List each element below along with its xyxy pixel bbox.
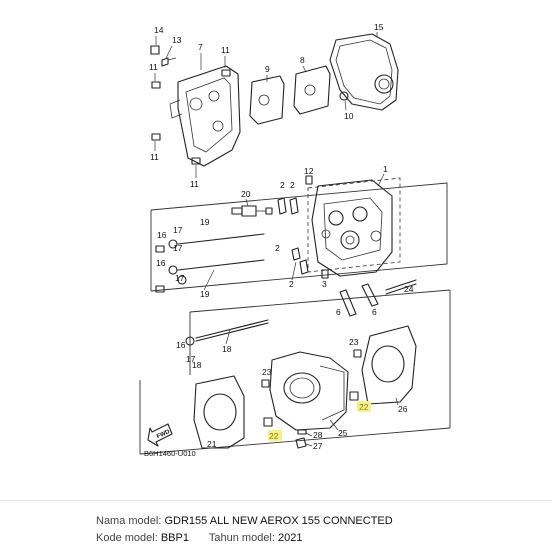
parts-diagram: 14 13 7 11 11 9 8 15 10 11 11 (139, 22, 451, 458)
callout-18-b: 18 (192, 360, 202, 370)
model-code-label: Kode model: (96, 532, 158, 544)
bolt-12 (305, 175, 313, 185)
callout-2-b: 2 (290, 180, 295, 190)
model-year-value: 2021 (278, 532, 303, 544)
callout-8: 8 (300, 55, 305, 65)
dowels-22 (263, 391, 359, 427)
callout-19-a: 19 (200, 217, 210, 227)
callout-22-b: 22 (359, 402, 369, 412)
model-name-row: Nama model: GDR155 ALL NEW AEROX 155 CON… (96, 515, 393, 527)
dowel-3 (321, 269, 329, 279)
callout-18-a: 18 (222, 344, 232, 354)
callout-1: 1 (383, 164, 388, 174)
long-bolts-19 (168, 233, 265, 285)
callout-13: 13 (172, 35, 182, 45)
exploded-view-drawing: 14 13 7 11 11 9 8 15 10 11 11 (139, 22, 451, 458)
callout-11-b: 11 (149, 62, 158, 72)
cylinder-head-gasket-26 (361, 325, 417, 405)
callout-24: 24 (404, 284, 414, 294)
model-info-footer: Nama model: GDR155 ALL NEW AEROX 155 CON… (0, 500, 552, 553)
head-group-frame (150, 182, 448, 292)
fwd-arrow-icon: FWD (147, 423, 173, 447)
nuts-16 (155, 245, 165, 293)
washer-28 (297, 429, 307, 435)
callout-9: 9 (265, 64, 270, 74)
model-year-label: Tahun model: (208, 532, 275, 544)
cylinder-head-cover (169, 65, 241, 167)
bolt-13 (161, 57, 177, 67)
long-bolt-18 (185, 319, 269, 346)
studs-6 (339, 283, 379, 317)
bolts-11 (151, 69, 231, 165)
model-name-value: GDR155 ALL NEW AEROX 155 CONNECTED (164, 515, 393, 527)
callout-15: 15 (374, 22, 384, 32)
callout-17-d: 17 (186, 354, 196, 364)
highlight-22-a (268, 430, 282, 441)
callout-11-a: 11 (221, 45, 230, 55)
cylinder-base-gasket-21 (193, 375, 245, 449)
callout-11-c: 11 (150, 152, 159, 162)
callout-2-c: 2 (275, 243, 280, 253)
callout-23-b: 23 (349, 337, 359, 347)
model-code-value: BBP1 (160, 532, 189, 544)
cover-gasket-8 (293, 65, 331, 115)
callout-17-b: 17 (173, 243, 183, 253)
cylinder-head (311, 179, 393, 277)
callout-27: 27 (313, 441, 323, 451)
callout-2-a: 2 (280, 180, 285, 190)
bolt-27 (295, 437, 307, 449)
callout-16-b: 16 (156, 258, 166, 268)
callout-26: 26 (398, 404, 408, 414)
head-cover-gasket-15 (329, 33, 399, 111)
callout-25: 25 (338, 428, 348, 438)
head-detail-box (307, 177, 401, 273)
bolt-14 (150, 45, 160, 55)
callout-12: 12 (304, 166, 314, 176)
diagram-code: B6H1460-U010 (144, 449, 196, 458)
callout-17-c: 17 (175, 273, 185, 283)
studs-2 (277, 197, 309, 275)
callout-10: 10 (344, 111, 354, 121)
callout-19-b: 19 (200, 289, 210, 299)
callout-23-a: 23 (262, 367, 272, 377)
callout-6-b: 6 (372, 307, 377, 317)
cylinder-block (269, 351, 349, 431)
callout-11-d: 11 (190, 179, 199, 189)
callout-2-d: 2 (289, 279, 294, 289)
callout-21: 21 (207, 439, 217, 449)
callout-16-a: 16 (157, 230, 167, 240)
cover-gasket-9 (249, 75, 285, 125)
callout-14: 14 (154, 25, 164, 35)
highlight-22-b (357, 401, 371, 412)
callout-6-a: 6 (336, 307, 341, 317)
spark-plug (231, 205, 273, 217)
cap-10 (339, 91, 349, 101)
callout-17-a: 17 (173, 225, 183, 235)
model-name-label: Nama model: (96, 515, 162, 527)
callout-16-c: 16 (176, 340, 186, 350)
callout-7: 7 (198, 42, 203, 52)
callout-3: 3 (322, 279, 327, 289)
callout-22-a: 22 (269, 431, 279, 441)
callout-20: 20 (241, 189, 251, 199)
model-code-row: Kode model: BBP1 Tahun model: 2021 (96, 532, 302, 544)
fwd-label: FWD (156, 429, 172, 440)
cylinder-group-frame (189, 289, 451, 313)
pins-23 (261, 349, 362, 388)
stud-24 (385, 279, 417, 295)
callout-28: 28 (313, 430, 323, 440)
